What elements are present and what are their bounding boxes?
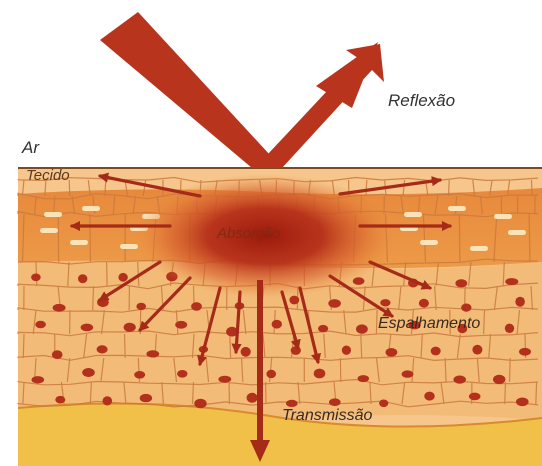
nucleus — [379, 400, 388, 408]
nucleus — [124, 323, 136, 332]
nucleus — [97, 345, 108, 353]
cell-wall-segment — [107, 262, 108, 286]
cell-wall-segment — [532, 180, 533, 196]
cell-wall-segment — [376, 310, 377, 334]
nucleus — [419, 299, 429, 308]
cell-wall-segment — [529, 214, 530, 262]
nucleus — [424, 392, 434, 401]
nucleus — [519, 348, 531, 356]
nucleus — [505, 324, 514, 333]
nucleus — [469, 393, 481, 401]
cell-wall-segment — [536, 382, 537, 404]
nucleus — [103, 396, 113, 405]
nucleus — [247, 393, 258, 403]
nucleus — [455, 279, 467, 287]
air-label: Ar — [21, 138, 40, 157]
nucleus — [82, 368, 95, 377]
tissue-label: Tecido — [26, 167, 70, 184]
band-cell — [404, 212, 422, 217]
nucleus — [177, 370, 187, 378]
cell-wall-segment — [459, 214, 460, 262]
nucleus — [55, 396, 65, 404]
nucleus — [35, 321, 46, 328]
cell-wall-segment — [23, 334, 24, 358]
cell-wall-segment — [90, 214, 91, 262]
band-cell — [420, 240, 438, 245]
nucleus — [134, 371, 145, 379]
nucleus — [53, 304, 66, 312]
nucleus — [356, 324, 368, 333]
cell-wall-segment — [510, 358, 511, 382]
nucleus — [318, 325, 328, 332]
nucleus — [358, 375, 369, 382]
nucleus — [81, 324, 94, 332]
nucleus — [118, 273, 127, 282]
nucleus — [31, 274, 41, 282]
nucleus — [342, 346, 351, 355]
nucleus — [175, 321, 187, 329]
nucleus — [78, 274, 87, 283]
cell-wall-segment — [125, 334, 126, 358]
nucleus — [241, 347, 251, 357]
nucleus — [328, 299, 341, 308]
nucleus — [286, 400, 298, 407]
band-cell — [40, 228, 58, 233]
band-cell — [448, 206, 466, 211]
cell-wall-segment — [505, 382, 506, 404]
nucleus — [289, 296, 299, 305]
nucleus — [431, 347, 441, 356]
band-cell — [82, 206, 100, 211]
nucleus — [266, 370, 276, 378]
cell-wall-segment — [449, 180, 450, 196]
nucleus — [461, 304, 471, 312]
nucleus — [52, 350, 63, 359]
nucleus — [380, 299, 390, 306]
band-cell — [44, 212, 62, 217]
nucleus — [314, 369, 326, 379]
band-cell — [470, 246, 488, 251]
reflection-label: Reflexão — [388, 91, 455, 110]
nucleus — [32, 376, 45, 383]
scattering-label: Espalhamento — [378, 315, 480, 332]
nucleus — [140, 394, 152, 402]
incident-beam — [100, 12, 282, 168]
nucleus — [146, 350, 159, 357]
band-cell — [70, 240, 88, 245]
nucleus — [472, 345, 482, 355]
nucleus — [272, 320, 282, 329]
nucleus — [191, 302, 202, 311]
nucleus — [194, 399, 206, 409]
band-cell — [508, 230, 526, 235]
nucleus — [218, 376, 231, 383]
nucleus — [136, 303, 146, 310]
absorption-label: Absorção — [216, 225, 280, 242]
nucleus — [505, 278, 518, 285]
nucleus — [402, 370, 414, 377]
transmission-label: Transmissão — [282, 407, 372, 424]
nucleus — [515, 297, 525, 307]
band-cell — [120, 244, 138, 249]
nucleus — [453, 376, 466, 384]
band-cell — [494, 214, 512, 219]
cell-wall-segment — [230, 334, 231, 358]
nucleus — [516, 398, 529, 407]
nucleus — [386, 348, 398, 357]
nucleus — [493, 375, 505, 384]
cell-wall-segment — [93, 286, 94, 310]
nucleus — [329, 398, 341, 406]
